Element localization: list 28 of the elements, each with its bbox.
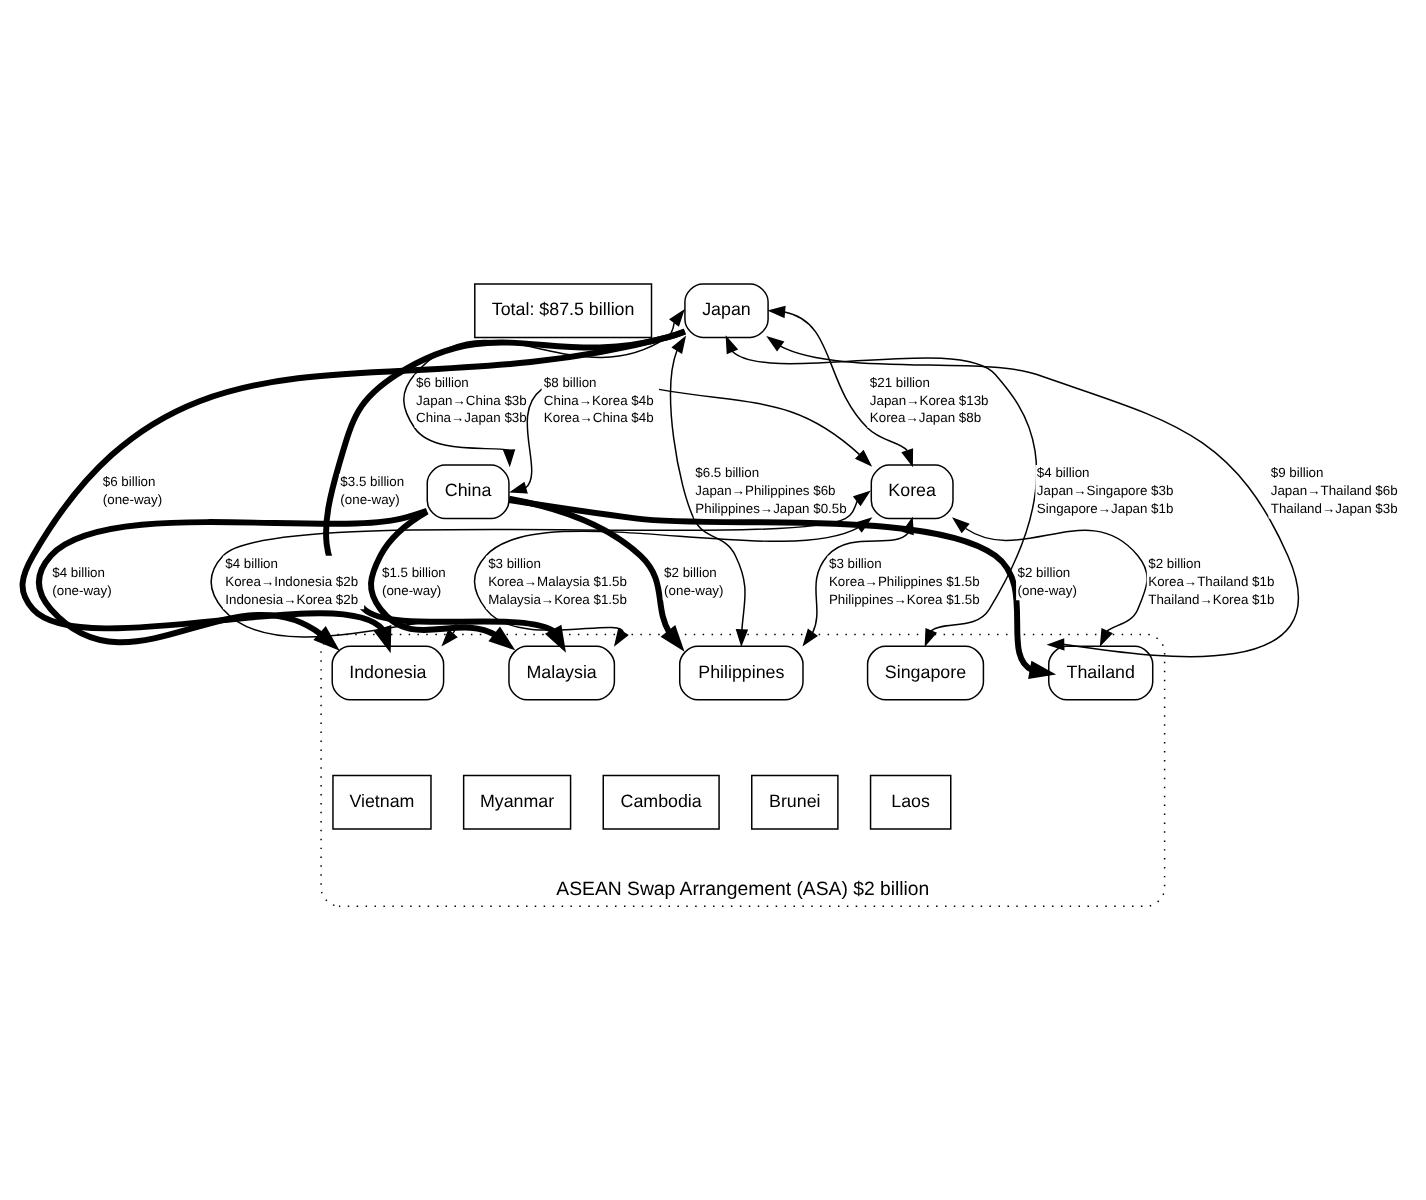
arrow [19,327,686,653]
arrow [802,515,914,646]
arrow [767,304,914,467]
arrow [952,516,1148,646]
arrow [473,516,873,646]
node-box: Cambodia [602,773,720,829]
node-box: Thailand [1048,644,1154,700]
node-box: Brunei [751,773,839,829]
node-box: Singapore [866,644,985,700]
arrow [368,508,516,650]
node-box: Japan [684,282,769,338]
node-box: Malaysia [508,644,616,700]
node-box: Vietnam [332,773,432,829]
arrow [210,489,871,646]
node-box: Korea [870,463,954,519]
node-box: Myanmar [462,773,572,829]
arrow [403,307,685,467]
node-box: Total: $87.5 billion [474,282,653,338]
arrow [508,496,1057,679]
arrow [766,335,1299,657]
node-box: Indonesia [331,644,445,700]
arrow [669,334,749,647]
arrow [508,494,685,651]
node-box: Philippines [679,644,804,700]
node-box: China [426,463,510,519]
arrow [725,334,1038,646]
node-box: Laos [869,773,952,829]
arrow [36,506,428,650]
